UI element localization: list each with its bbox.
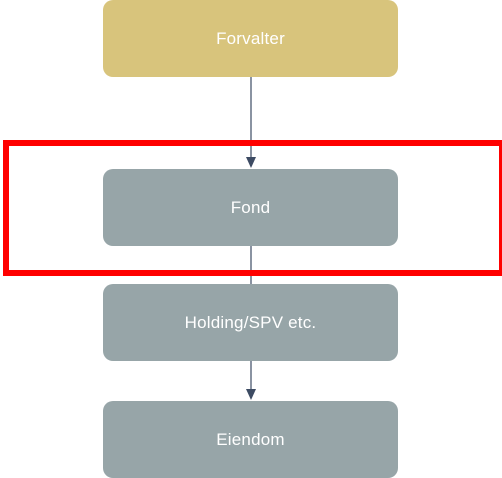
node-label: Forvalter bbox=[216, 28, 285, 48]
node-eiendom: Eiendom bbox=[103, 401, 398, 478]
node-holding-spv: Holding/SPV etc. bbox=[103, 284, 398, 361]
node-label: Eiendom bbox=[216, 429, 285, 449]
arrow-holding-to-eiendom bbox=[246, 361, 256, 400]
arrow-head-icon bbox=[246, 389, 256, 400]
node-forvalter: Forvalter bbox=[103, 0, 398, 77]
arrow-forvalter-to-fond bbox=[246, 77, 256, 168]
arrow-head-icon bbox=[246, 157, 256, 168]
node-fond: Fond bbox=[103, 169, 398, 246]
node-label: Fond bbox=[230, 197, 271, 217]
node-label: Holding/SPV etc. bbox=[184, 312, 317, 332]
